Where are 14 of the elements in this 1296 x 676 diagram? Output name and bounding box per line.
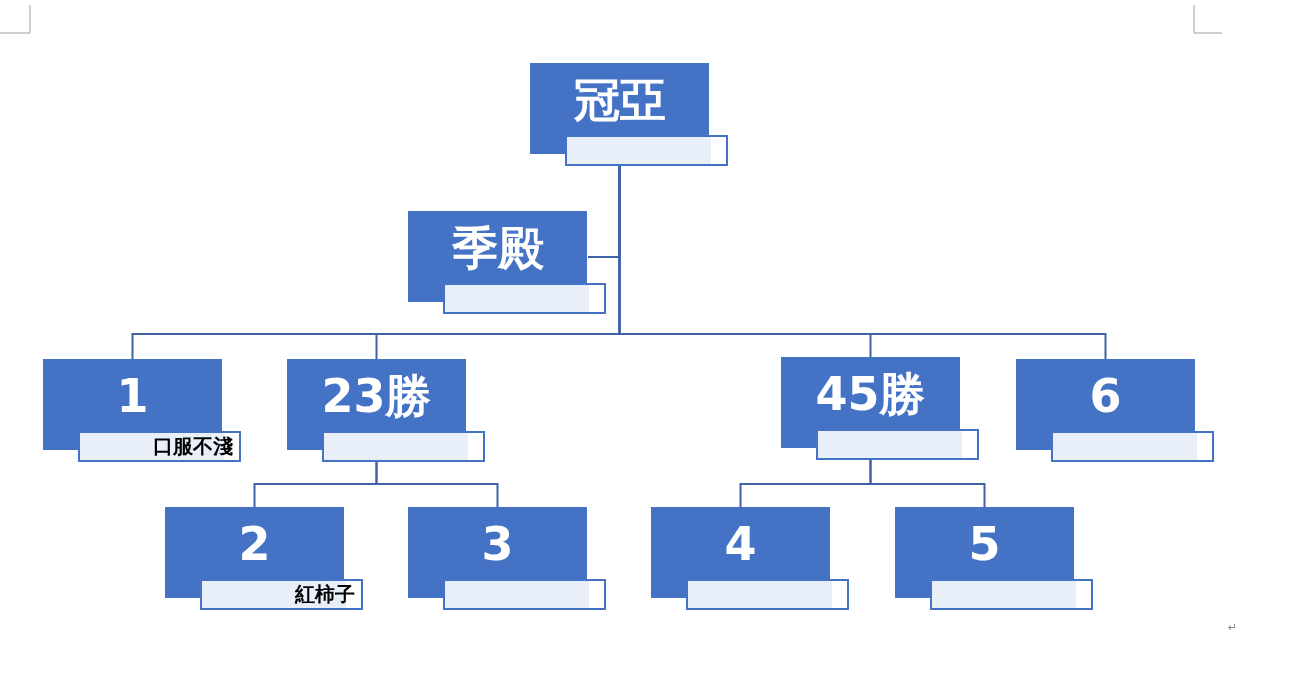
name-tag [686, 579, 849, 610]
name-tag [443, 283, 606, 314]
name-tag [322, 431, 485, 462]
paragraph-mark: ↵ [1228, 621, 1238, 634]
name-tag: 口服不淺 [78, 431, 241, 462]
name-tag [1051, 431, 1214, 462]
connector-line [618, 165, 1107, 360]
connector-line [375, 461, 499, 508]
name-tag [930, 579, 1093, 610]
connector-line [869, 459, 986, 508]
name-tag [443, 579, 606, 610]
name-tag [816, 429, 979, 460]
name-tag: 紅柿子 [200, 579, 363, 610]
name-tag [565, 135, 728, 166]
